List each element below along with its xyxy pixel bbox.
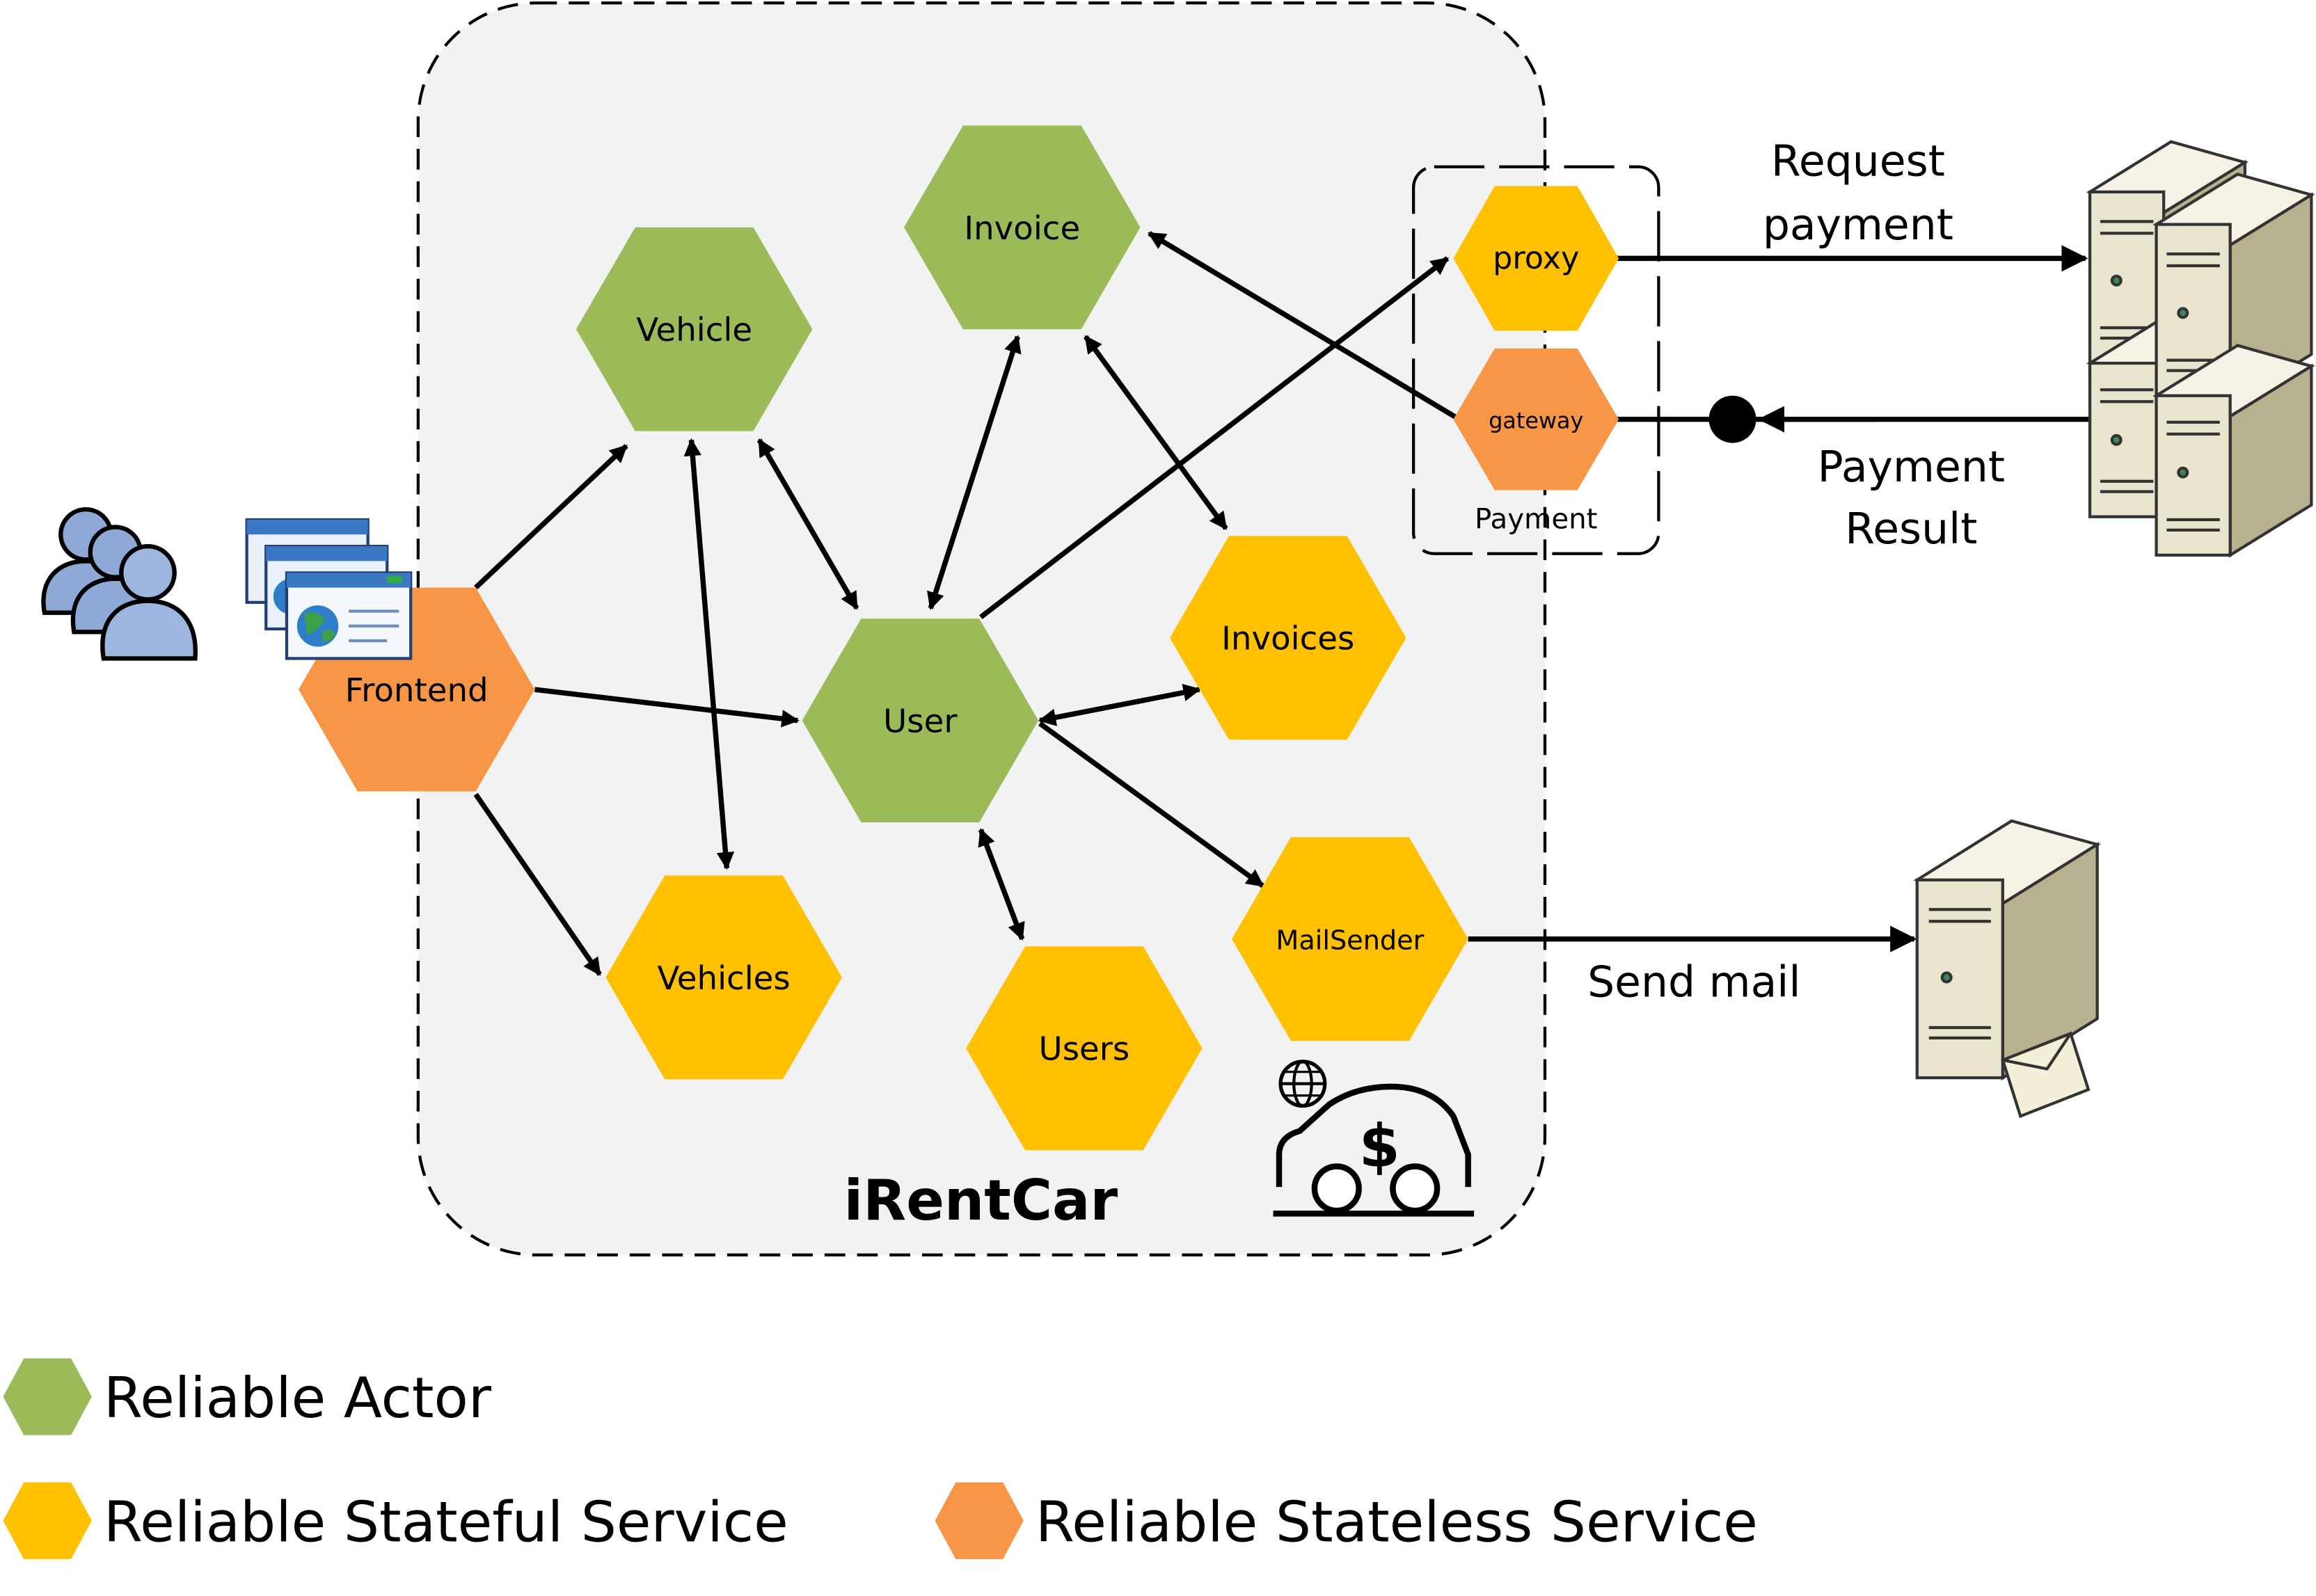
payment-group-boundary bbox=[1412, 165, 1660, 555]
legend-label-stateless: Reliable Stateless Service bbox=[1036, 1490, 1758, 1555]
edge-user-invoice bbox=[927, 335, 1022, 610]
legend-item-actor: Reliable Actor bbox=[3, 1358, 492, 1435]
request-payment-label-line1: Request bbox=[1771, 136, 1945, 186]
legend-swatch-stateful bbox=[3, 1482, 92, 1559]
mail-server-icon bbox=[1913, 819, 2101, 1119]
users-group-icon bbox=[41, 506, 198, 661]
node-user-label: User bbox=[883, 703, 958, 741]
node-vehicle[interactable]: Vehicle bbox=[576, 227, 813, 431]
legend-item-stateless: Reliable Stateless Service bbox=[935, 1482, 1758, 1559]
node-proxy[interactable]: proxy bbox=[1453, 186, 1619, 331]
node-gateway[interactable]: gateway bbox=[1453, 348, 1619, 490]
legend-swatch-stateless bbox=[935, 1482, 1024, 1559]
payment-result-endpoint bbox=[1708, 395, 1756, 443]
payment-result-label-line1: Payment bbox=[1818, 442, 2005, 492]
edge-user-proxy bbox=[979, 256, 1450, 619]
node-users-label: Users bbox=[1039, 1031, 1130, 1069]
node-mailsender[interactable]: MailSender bbox=[1232, 837, 1468, 1042]
edge-frontend-vehicles bbox=[473, 792, 602, 976]
node-users[interactable]: Users bbox=[966, 946, 1203, 1151]
legend-label-actor: Reliable Actor bbox=[104, 1366, 492, 1431]
edge-user-invoices bbox=[1038, 683, 1201, 726]
node-invoice[interactable]: Invoice bbox=[903, 125, 1141, 330]
edge-user-mailsender bbox=[1038, 721, 1264, 888]
server-cluster-icon bbox=[2086, 140, 2315, 558]
car-dollar-icon: $ bbox=[1273, 1060, 1475, 1217]
svg-text:$: $ bbox=[1359, 1112, 1400, 1181]
node-vehicles[interactable]: Vehicles bbox=[605, 875, 842, 1080]
node-vehicle-label: Vehicle bbox=[636, 312, 752, 349]
node-proxy-label: proxy bbox=[1493, 240, 1579, 276]
edge-frontend-user bbox=[534, 687, 800, 728]
send-mail-label: Send mail bbox=[1587, 957, 1800, 1007]
request-payment-label-line2: payment bbox=[1763, 200, 1953, 250]
node-mailsender-label: MailSender bbox=[1276, 926, 1424, 957]
edge-user-users bbox=[978, 828, 1025, 941]
node-gateway-label: gateway bbox=[1489, 407, 1583, 433]
legend-label-stateful: Reliable Stateful Service bbox=[104, 1490, 788, 1555]
edge-frontend-vehicle bbox=[474, 444, 628, 590]
node-invoices[interactable]: Invoices bbox=[1169, 536, 1406, 740]
legend: Reliable Actor Reliable Stateful Service… bbox=[3, 1358, 1758, 1559]
node-frontend-label: Frontend bbox=[345, 672, 489, 710]
node-vehicles-label: Vehicles bbox=[657, 960, 790, 998]
legend-swatch-actor bbox=[3, 1358, 92, 1435]
edge-gateway-invoice bbox=[1148, 231, 1461, 422]
legend-item-stateful: Reliable Stateful Service bbox=[3, 1482, 788, 1559]
connections bbox=[473, 231, 2091, 976]
node-invoice-label: Invoice bbox=[964, 210, 1080, 248]
browser-windows-icon bbox=[245, 518, 413, 660]
edge-vehicle-user bbox=[756, 438, 859, 610]
edge-invoice-invoices bbox=[1084, 335, 1228, 530]
system-title: iRentCar bbox=[844, 1168, 1118, 1234]
payment-result-label-line2: Result bbox=[1845, 504, 1977, 554]
node-invoices-label: Invoices bbox=[1221, 621, 1354, 658]
node-user[interactable]: User bbox=[802, 619, 1039, 823]
edge-vehicle-vehicles bbox=[683, 438, 735, 870]
payment-group-label: Payment bbox=[1475, 503, 1598, 536]
